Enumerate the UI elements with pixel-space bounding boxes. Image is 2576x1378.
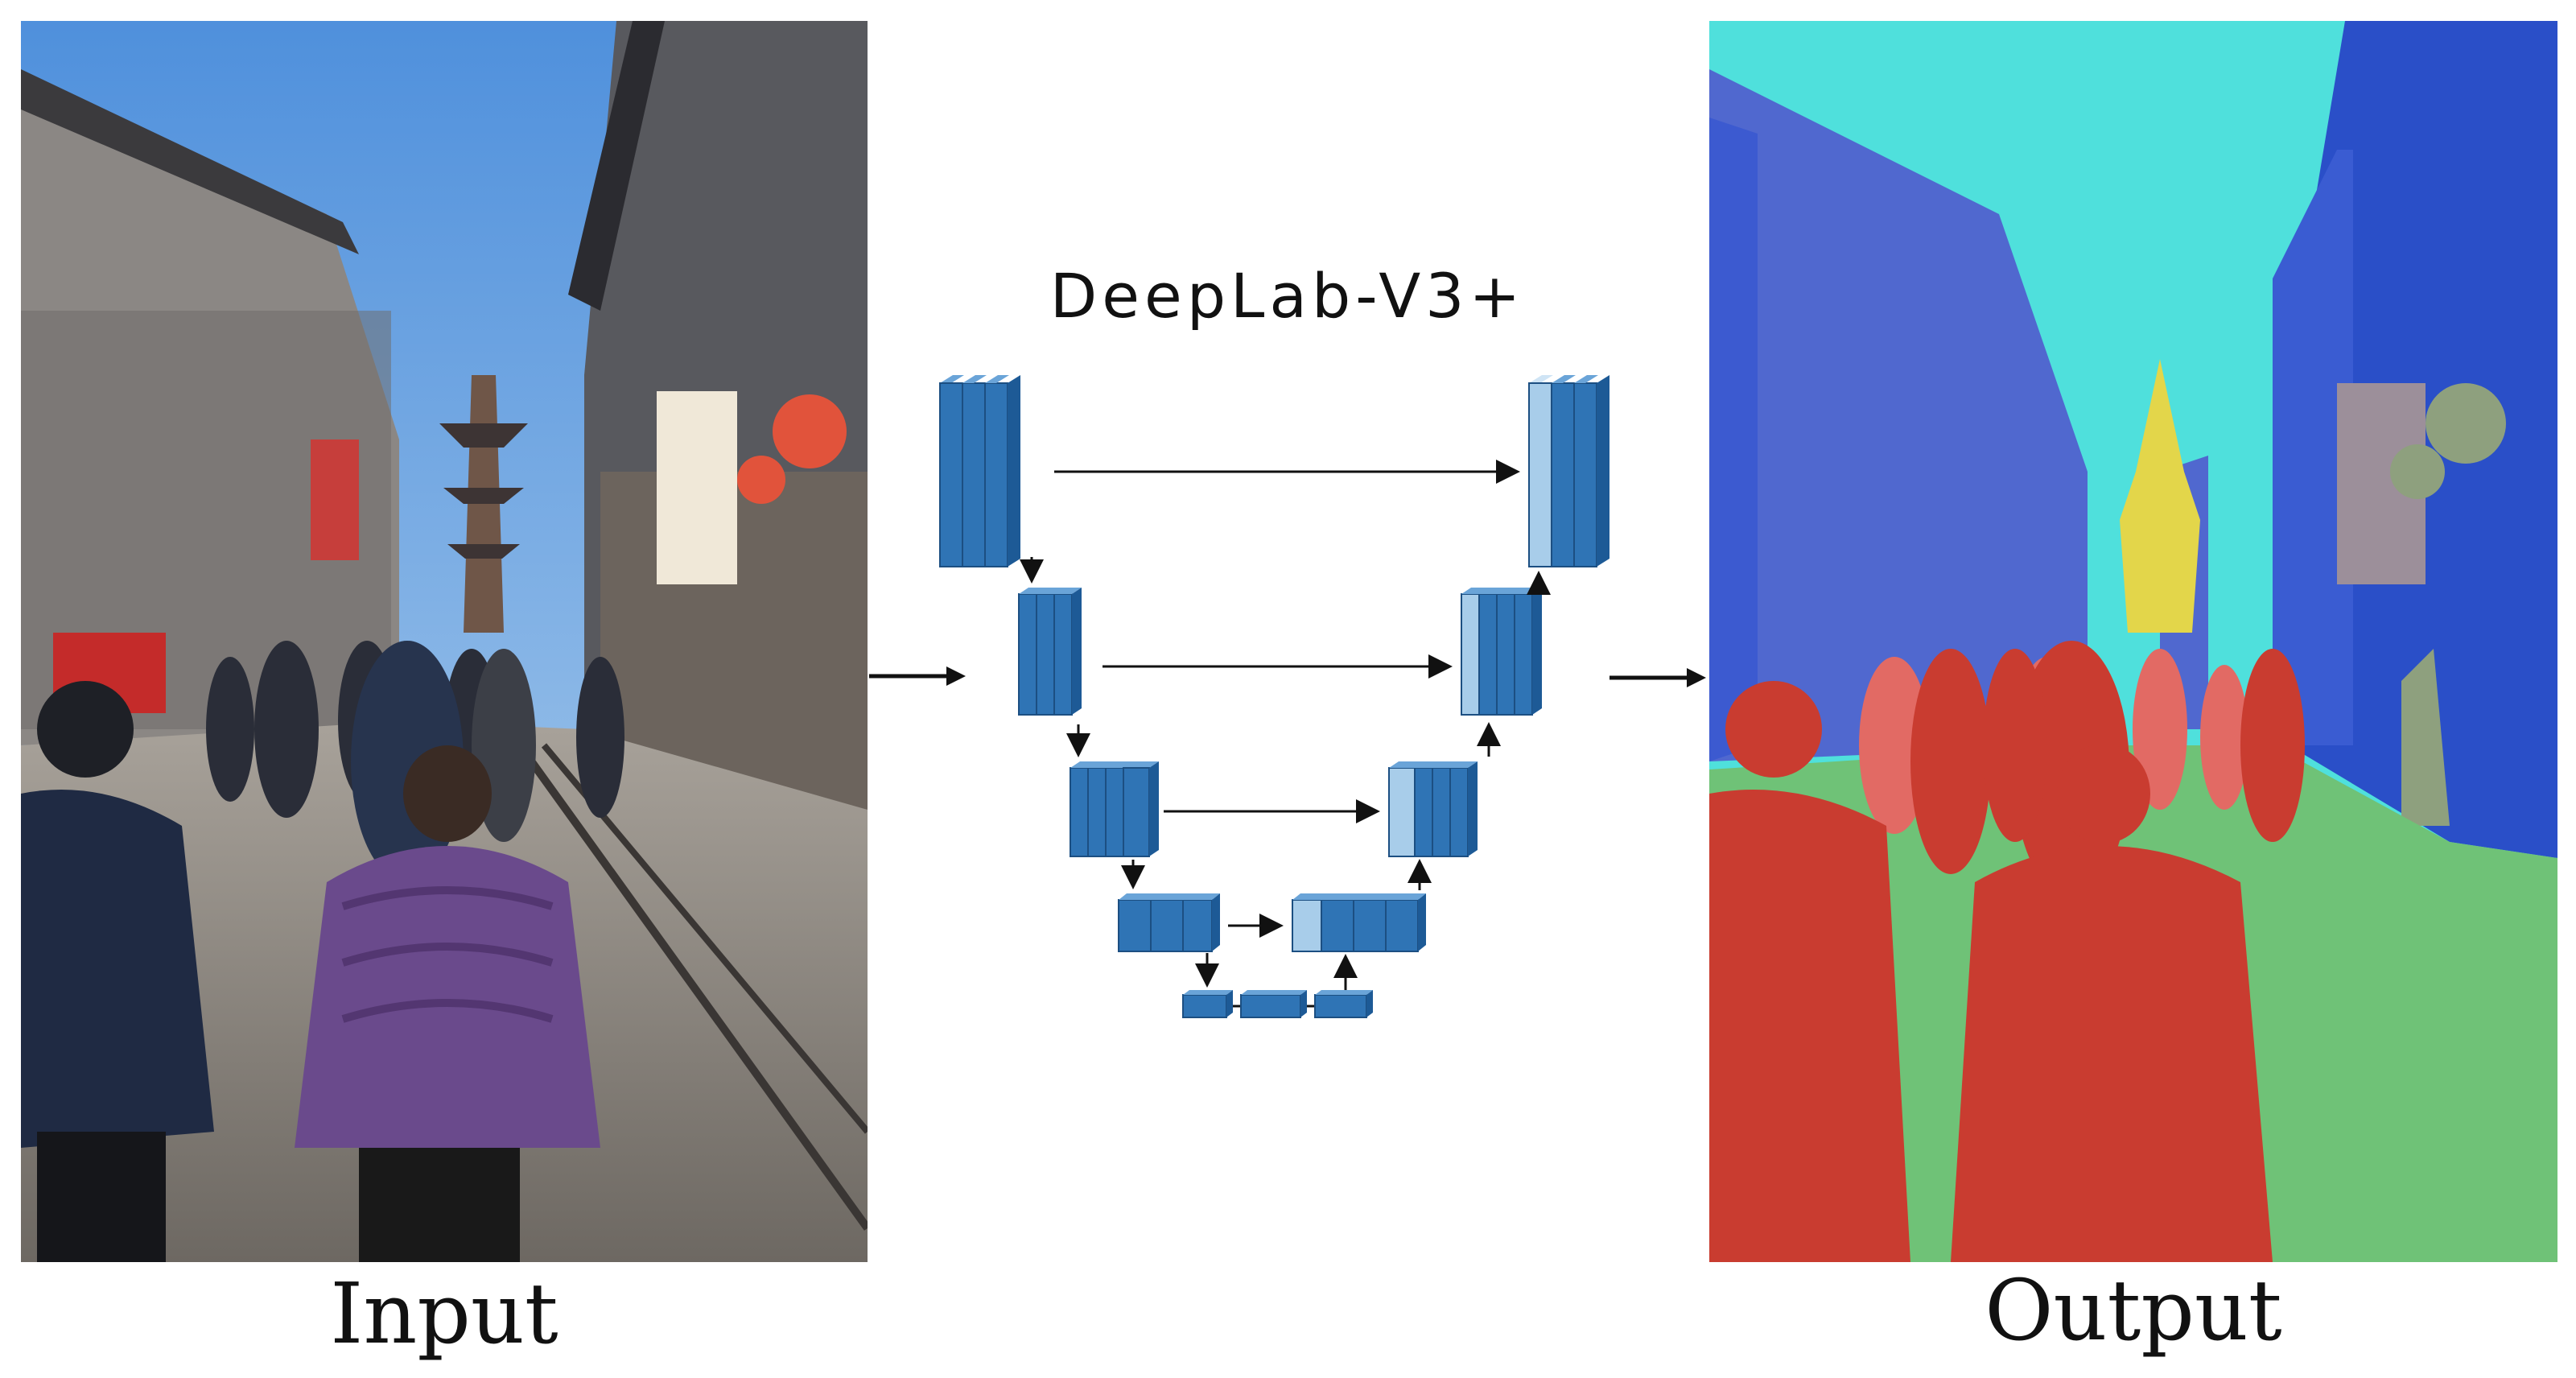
encoder-block-1 <box>939 375 1020 567</box>
output-segmentation-image <box>1709 21 2557 1262</box>
deeplab-architecture-diagram <box>939 375 1609 1018</box>
decoder-block-4 <box>1292 893 1426 952</box>
model-to-output-arrow <box>1609 668 1706 687</box>
decoder-block-1 <box>1528 375 1609 567</box>
encoder-block-4 <box>1118 893 1220 952</box>
bottleneck-block <box>1182 990 1373 1018</box>
upsample-arrows <box>1333 571 1551 990</box>
downsample-arrows <box>1020 557 1219 988</box>
model-title: DeepLab-V3+ <box>1049 260 1526 332</box>
encoder-block-3 <box>1070 761 1159 857</box>
input-to-model-arrow <box>869 666 966 686</box>
output-caption: Output <box>1985 1261 2282 1359</box>
encoder-block-2 <box>1018 588 1082 716</box>
decoder-block-2 <box>1461 588 1542 716</box>
decoder-block-3 <box>1388 761 1478 857</box>
input-caption: Input <box>330 1265 558 1363</box>
input-image <box>21 21 868 1262</box>
